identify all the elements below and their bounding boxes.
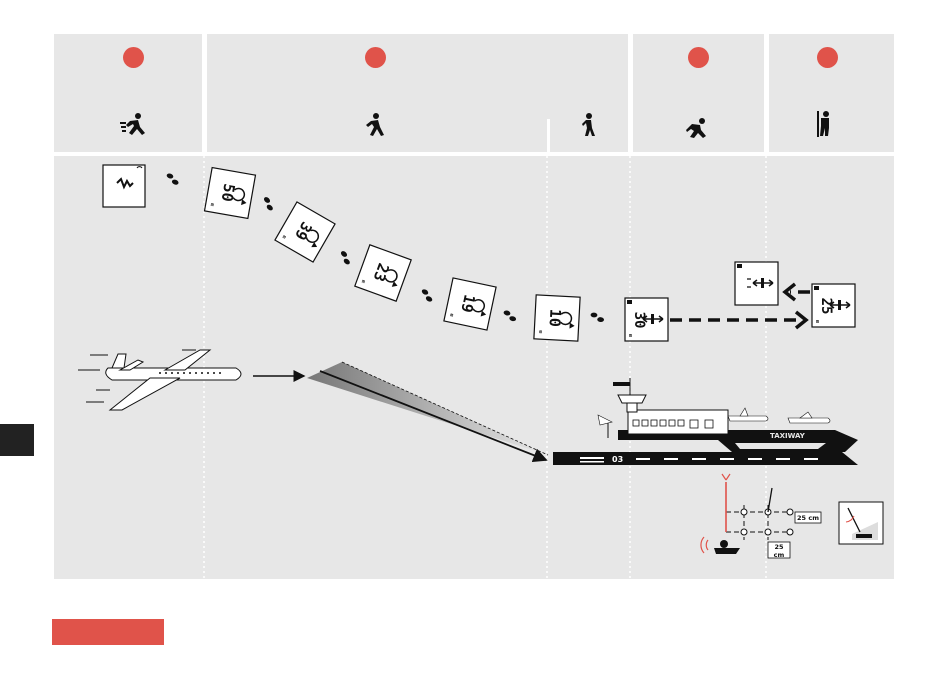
distance-display: 23 m	[355, 245, 411, 301]
probe-grid-illustration: 25 cm 25 cm	[701, 474, 883, 559]
svg-text:25 cm: 25 cm	[797, 514, 819, 522]
svg-text:cm: cm	[774, 551, 785, 559]
distance-display: 50 m	[205, 168, 256, 219]
person-with-probe-icon	[817, 111, 829, 137]
svg-text:m: m	[816, 319, 819, 325]
airplane-illustration	[78, 350, 241, 410]
svg-text:25: 25	[774, 543, 784, 551]
arrowhead-right	[796, 312, 806, 328]
pinpoint-display: 25 m	[812, 284, 855, 327]
svg-text:m: m	[539, 329, 542, 335]
svg-text:TAXIWAY: TAXIWAY	[770, 432, 806, 440]
svg-text:10: 10	[546, 308, 565, 327]
glide-path-line	[320, 371, 546, 460]
walker-icon	[366, 113, 384, 136]
svg-text:03: 03	[612, 455, 623, 464]
pinpoint-display	[735, 262, 778, 305]
distance-display: 19 m	[444, 278, 496, 330]
runner-icon	[120, 113, 145, 135]
crouching-person-icon	[686, 118, 706, 138]
distance-display: 39 m	[275, 202, 335, 262]
approach-beam	[307, 362, 548, 455]
signal-display	[103, 165, 145, 207]
svg-text:m: m	[629, 333, 632, 339]
pinpoint-display: 30 m	[625, 298, 668, 341]
airport-illustration: 03 TAXIWAY	[553, 378, 858, 465]
slow-walker-icon	[582, 113, 595, 136]
distance-display: 10 m	[534, 295, 580, 341]
